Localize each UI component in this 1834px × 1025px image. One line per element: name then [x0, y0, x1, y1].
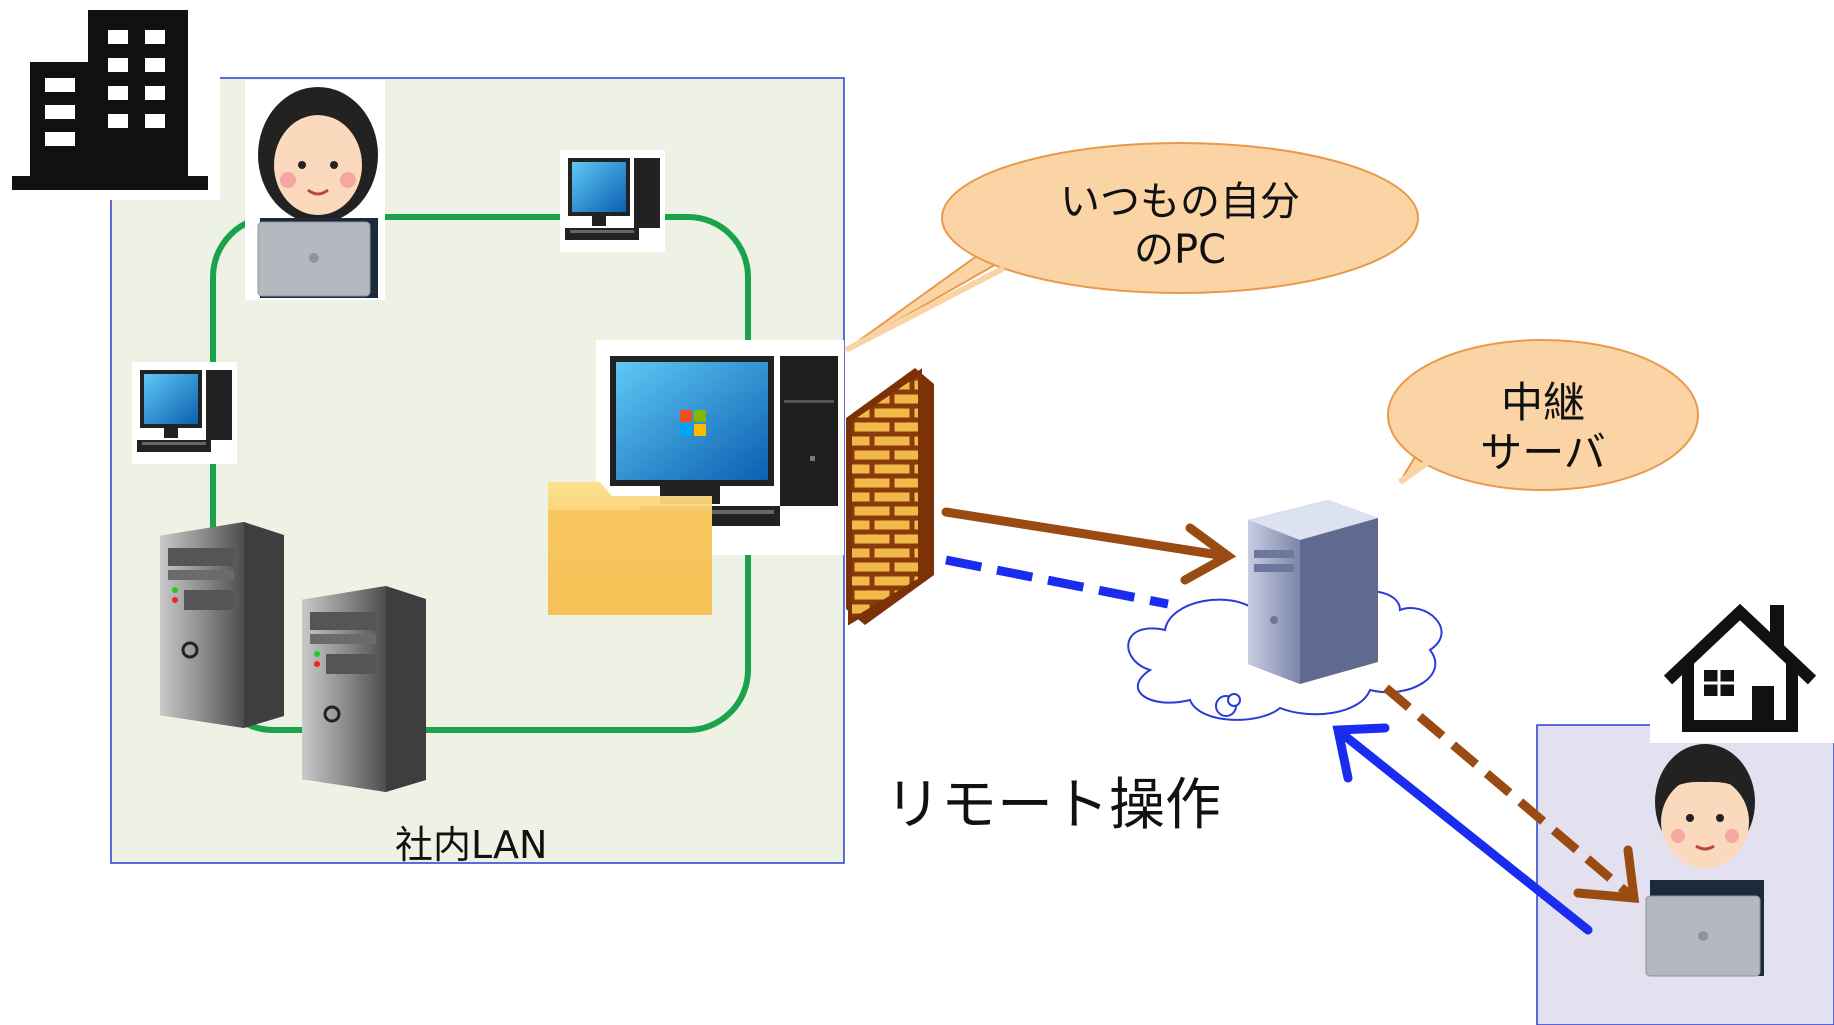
callout-own-pc: [844, 142, 1419, 353]
house-icon: [1650, 603, 1834, 743]
lan-label: 社内LAN: [395, 823, 548, 867]
server-tower-icon: [302, 586, 426, 792]
callout-own-pc-line1: いつもの自分: [1060, 179, 1300, 225]
server-tower-icon: [160, 522, 284, 728]
remote-control-arrow-blue: [1332, 723, 1593, 935]
relay-arrow-brown-head: [1573, 845, 1640, 903]
office-building-icon: [0, 0, 220, 200]
callout-relay-line2: サーバ: [1480, 428, 1606, 478]
relay-arrow-brown-dashed: [1383, 684, 1633, 899]
callout-own-pc-text: いつもの自分 のPC: [1000, 178, 1360, 274]
user-male-laptop-icon: [1645, 744, 1764, 977]
user-female-laptop-icon: [245, 80, 385, 300]
callout-own-pc-line2: のPC: [1133, 227, 1227, 273]
callout-relay-line1: 中継: [1500, 378, 1585, 427]
remote-operation-label: リモート操作: [885, 773, 1221, 838]
firewall-icon: [846, 368, 934, 626]
desktop-pc-icon: [560, 150, 665, 252]
folder-icon: [548, 482, 712, 615]
desktop-pc-icon: [132, 362, 237, 464]
cloud-tail-icon: [1227, 693, 1241, 707]
connect-arrow-outbound: [941, 507, 1237, 585]
callout-relay-text: 中継 サーバ: [1433, 378, 1653, 479]
relay-server-icon: [1248, 500, 1378, 684]
tunnel-dashed-line-blue: [945, 555, 1169, 609]
callout-relay: [1387, 339, 1699, 491]
